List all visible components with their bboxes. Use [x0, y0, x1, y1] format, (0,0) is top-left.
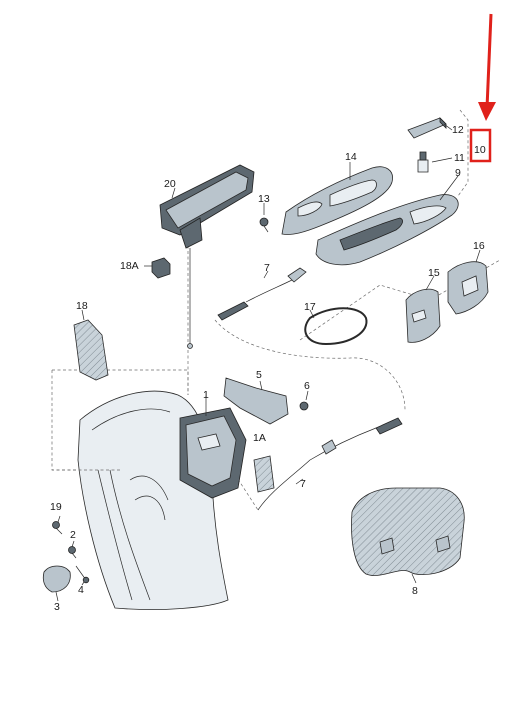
highlight-annotation [469, 13, 496, 163]
part-18A-clip [151, 257, 171, 279]
callout-7-upper: 7 [264, 262, 270, 274]
part-5-bracket [223, 377, 289, 425]
part-15-switch [405, 288, 441, 343]
callout-9: 9 [455, 167, 461, 179]
callout-7-lower: 7 [300, 478, 306, 490]
part-8-panel [351, 487, 465, 576]
part-1A-pad [253, 455, 275, 493]
leader-lines [55, 123, 481, 602]
part-2-screw [68, 546, 77, 559]
callout-6: 6 [304, 380, 310, 392]
part-19-screw [52, 521, 63, 535]
part-1-lock [179, 407, 247, 499]
callout-10: 10 [474, 144, 486, 156]
callout-1: 1 [203, 389, 209, 401]
highlight-arrow-head [478, 102, 496, 121]
callout-13: 13 [258, 193, 270, 205]
callout-15: 15 [428, 267, 440, 279]
highlight-arrow-shaft [485, 13, 493, 109]
callout-8: 8 [412, 585, 418, 597]
callout-17: 17 [304, 301, 316, 313]
callout-20: 20 [164, 178, 176, 190]
part-9-inner-handle [315, 194, 459, 266]
callout-5: 5 [256, 369, 262, 381]
part-7-cable-upper [217, 267, 307, 321]
part-16-switch [447, 261, 489, 315]
part-13-screw [259, 217, 269, 233]
callout-labels: 20 18A 18 13 7 14 9 11 12 10 16 15 17 1 … [50, 124, 486, 613]
part-6-screw [299, 401, 309, 411]
part-20-actuator [159, 164, 255, 349]
part-4-screw [75, 565, 90, 584]
callout-1A: 1A [253, 432, 266, 444]
callout-19: 19 [50, 501, 62, 513]
part-12-cap [407, 117, 447, 139]
callout-18A: 18A [120, 260, 139, 272]
part-3-cap [42, 565, 71, 593]
callout-11: 11 [454, 152, 465, 164]
callout-12: 12 [452, 124, 464, 136]
callout-14: 14 [345, 151, 357, 163]
part-14-handle-carrier [281, 166, 393, 235]
highlight-box-10 [469, 128, 492, 163]
callout-16: 16 [473, 240, 485, 252]
callout-3: 3 [54, 601, 60, 613]
part-11-bulb [417, 151, 429, 173]
part-18-pad [73, 319, 109, 381]
callout-4: 4 [78, 584, 84, 596]
part-7-cable-lower [257, 417, 403, 511]
callout-18: 18 [76, 300, 88, 312]
callout-2: 2 [70, 529, 76, 541]
part-17-seal [304, 307, 368, 346]
